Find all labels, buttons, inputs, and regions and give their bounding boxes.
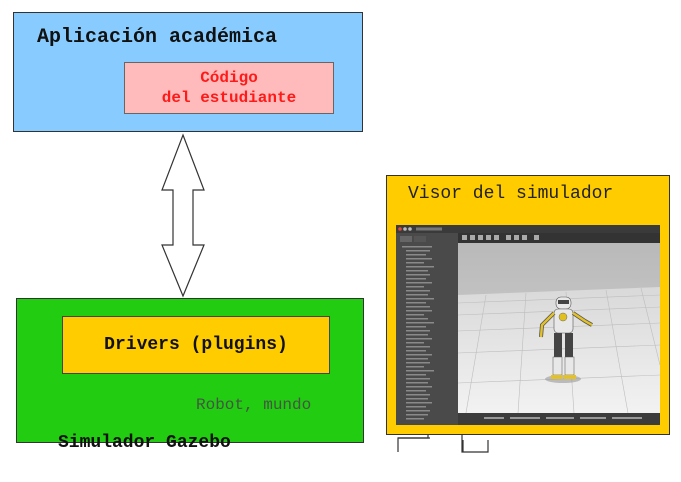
academic-application-title: Aplicación académica — [37, 26, 278, 49]
drivers-plugins-label: Drivers (plugins) — [104, 335, 288, 355]
robot-figure — [539, 296, 593, 383]
simulator-viewer-title: Visor del simulador — [408, 184, 614, 204]
robot-world-label: Robot, mundo — [196, 396, 312, 414]
student-code-line2: del estudiante — [161, 89, 297, 107]
gazebo-simulator-label: Simulador Gazebo — [58, 433, 231, 453]
gazebo-screenshot — [396, 225, 660, 425]
drivers-plugins-box: Drivers (plugins) — [62, 316, 330, 374]
bidirectional-arrow — [161, 133, 205, 298]
student-code-line1: Código — [200, 69, 258, 87]
gazebo-screenshot-image — [396, 225, 660, 425]
student-code-box: Código del estudiante — [124, 62, 334, 114]
